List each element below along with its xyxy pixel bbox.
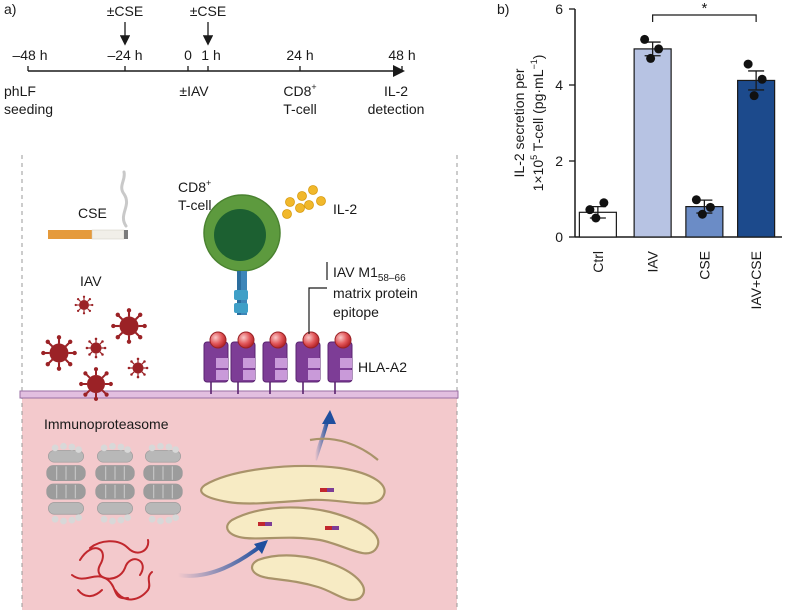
y-tick-label: 2 [555,153,563,169]
transport-arrow-1 [177,543,264,578]
data-point [654,44,664,54]
iav-text: IAV [80,273,102,289]
panel-a-label: a) [4,1,16,17]
data-point [697,209,707,219]
transport-arrow-2-head [322,410,336,424]
time-minus24: –24 h [107,47,142,63]
timeline: ±CSE ±CSE –48 h –24 h 0 1 h 24 h 48 h ph… [4,3,424,117]
bar-cse [685,206,724,238]
peptide-cargo [258,488,339,530]
y-axis-label-part: 5 [529,155,539,160]
x-tick-label: CSE [696,251,712,280]
epitope-text-line2: matrix protein [333,285,418,301]
bar-iav-cse [737,79,776,238]
x-tick-label: IAV [645,250,661,272]
data-point [757,74,767,84]
cse-label-1: ±CSE [107,3,143,19]
event-phlf-line1: phLF [4,83,36,99]
y-tick-label: 4 [555,77,563,93]
event-il2: IL-2 detection [368,83,425,117]
schematic: CSE IAV CD8+ T-cell IL-2 [19,155,459,610]
t-cell-icon [203,194,281,315]
data-point [591,213,601,223]
epitope-leader-line [308,287,327,334]
hla-molecules [203,331,353,394]
hla-icon [230,341,256,394]
data-point [599,198,609,208]
x-tick-label: Ctrl [590,251,606,273]
event-cd8: CD8+ T-cell [283,82,316,117]
time-1h: 1 h [201,47,220,63]
data-point [585,205,595,215]
hla-icon [262,341,288,394]
event-il2-line2: detection [368,101,425,117]
immunoproteasome-text: Immunoproteasome [44,416,169,432]
epitope-text-line1: IAV M1 [333,264,378,280]
cse-label-2: ±CSE [190,3,226,19]
hla-icon [203,341,229,394]
virus-icon [74,295,94,315]
time-minus48: –48 h [12,47,47,63]
peptide-icon [209,331,352,349]
data-point [640,34,650,44]
virus-icon [40,334,78,372]
y-axis-label-part: 1×10 [530,160,546,192]
time-24h: 24 h [286,47,313,63]
event-phlf-line2: seeding [4,101,53,117]
virus-icon [85,337,107,359]
data-point [743,59,753,69]
cell-membrane [19,390,459,399]
time-0: 0 [184,47,192,63]
virus-icon [78,366,114,402]
cd8-text-line2: T-cell [178,197,211,213]
data-point [691,195,701,205]
y-axis-label-part: T-cell (pg·mL [530,69,546,155]
significance-star: * [701,0,707,17]
time-48h: 48 h [388,47,415,63]
cd8-text-main: CD8 [178,179,206,195]
event-phlf: phLF seeding [4,83,53,117]
golgi-icon [200,437,386,602]
peptide-fragments-icon [71,539,153,601]
data-point [749,91,759,101]
y-axis-label-part: ) [530,55,546,60]
il2-text: IL-2 [333,201,357,217]
virus-icon [110,307,148,345]
y-tick-label: 0 [555,229,563,245]
data-point [705,202,715,212]
significance-bracket [652,14,757,22]
event-cd8-line2: T-cell [283,101,316,117]
epitope-text-sub: 58–66 [378,273,406,284]
event-cd8-line1: CD8+ [283,82,316,99]
y-axis-label-part: −1 [529,59,539,69]
il2-molecules [282,185,326,219]
y-tick-label: 6 [555,1,563,17]
cd8-text-sup: + [206,178,211,188]
hla-icon [327,341,353,394]
cse-text: CSE [78,205,107,221]
event-il2-line1: IL-2 [384,83,408,99]
hla-icon [295,341,321,394]
hla-text: HLA-A2 [358,359,407,375]
cd8-text: CD8+ T-cell [178,178,211,213]
y-axis-label-line1: IL-2 secretion per [511,68,527,177]
data-point [646,53,656,63]
transport-arrow-1-head [254,540,268,554]
event-iav: ±IAV [179,83,209,99]
cigarette-icon [48,170,129,240]
epitope-text-line3: epitope [333,304,379,320]
virus-icon [127,357,149,379]
x-tick-label: IAV+CSE [748,251,764,310]
bar-iav [633,48,672,238]
panel-b-label: b) [497,1,509,17]
